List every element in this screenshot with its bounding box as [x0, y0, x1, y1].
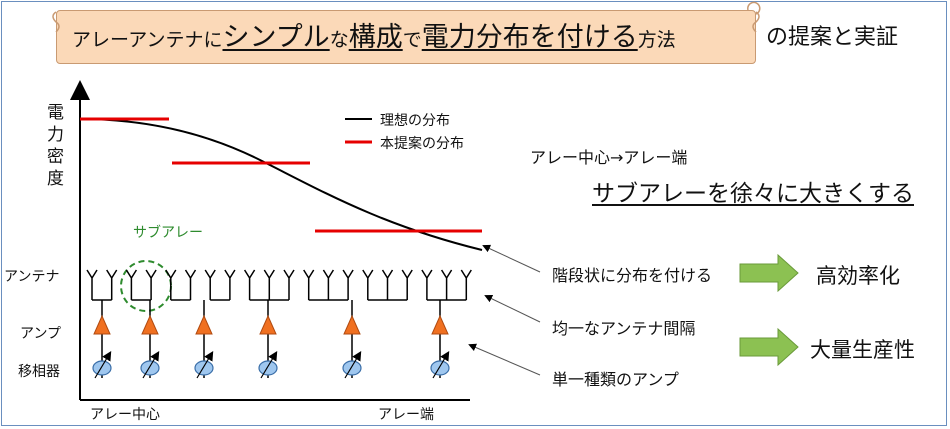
- y-axis-label-2: 力: [47, 125, 64, 145]
- antenna-element: [184, 269, 197, 286]
- title-emphasis-config: 構成: [348, 22, 403, 53]
- antenna-element: [106, 269, 118, 286]
- title-suffix: の提案と実証: [766, 25, 899, 50]
- subarray-circle: [120, 260, 172, 312]
- headline: サブアレーを徐々に大きくする: [592, 181, 914, 207]
- antenna-element: [303, 269, 315, 286]
- title-emphasis-distribution: 電力分布を付ける: [421, 22, 638, 53]
- phase-shifter: [92, 360, 112, 376]
- phase-shifter: [342, 360, 362, 376]
- row-label-amp: アンプ: [20, 326, 62, 342]
- row-label-antenna: アンテナ: [4, 269, 60, 285]
- phase-shifter-arrow: [142, 350, 160, 379]
- arrow-to-efficiency: [739, 253, 799, 293]
- antenna-element: [401, 269, 413, 286]
- pointer-spacing: [484, 294, 541, 323]
- phase-shifter: [430, 360, 450, 376]
- phase-shifter: [258, 360, 278, 376]
- legend-proposal-label: 本提案の分布: [380, 136, 464, 152]
- bullet-step-distribution: 階段状に分布を付ける: [552, 266, 713, 285]
- antenna-element: [381, 269, 394, 286]
- phase-shifter-arrow: [344, 350, 362, 379]
- amp-triangle: [93, 314, 111, 335]
- subarray-label: サブアレー: [133, 225, 203, 241]
- antenna-element: [243, 269, 256, 286]
- arrow-to-productivity: [739, 327, 799, 367]
- y-axis-label-4: 度: [47, 169, 64, 189]
- antenna-element: [145, 269, 157, 286]
- title-emphasis-simple: シンプル: [222, 22, 330, 53]
- amp-triangle: [195, 314, 213, 335]
- result-productivity: 大量生産性: [810, 338, 915, 362]
- x-axis-label-edge: アレー端: [378, 407, 434, 423]
- amp-triangle: [431, 314, 449, 335]
- page-title: アレーアンテナにシンプルな構成で電力分布を付ける方法: [72, 22, 676, 53]
- legend-ideal-label: 理想の分布: [380, 113, 450, 129]
- pointer-step: [482, 244, 541, 273]
- bullet-uniform-spacing: 均一なアンテナ間隔: [552, 319, 696, 338]
- phase-shifter: [140, 360, 160, 376]
- direction-label: アレー中心→アレー端: [530, 148, 688, 167]
- pointer-amp: [468, 343, 541, 376]
- antenna-element: [322, 269, 335, 286]
- antenna-element: [342, 269, 354, 286]
- phase-shifter-arrow: [432, 350, 450, 379]
- x-axis-label-center: アレー中心: [90, 407, 160, 423]
- ideal-distribution-curve: [79, 118, 483, 251]
- antenna-element: [283, 269, 295, 286]
- antenna-element: [224, 269, 236, 286]
- antenna-element: [204, 269, 216, 286]
- antenna-element: [421, 269, 433, 286]
- antenna-element: [125, 269, 138, 286]
- phase-shifter-arrow: [260, 350, 278, 379]
- title-banner: [56, 10, 756, 64]
- antenna-element: [362, 269, 374, 286]
- amp-triangle: [259, 314, 277, 335]
- result-efficiency: 高効率化: [816, 264, 900, 288]
- antenna-element: [460, 269, 472, 286]
- phase-shifter: [194, 360, 214, 376]
- y-axis-label-1: 電: [47, 103, 64, 123]
- bullet-single-amp: 単一種類のアンプ: [552, 370, 679, 389]
- antenna-element: [263, 269, 275, 286]
- amp-triangle: [141, 314, 159, 335]
- phase-shifter-arrow: [94, 350, 112, 379]
- row-label-phase: 移相器: [18, 364, 60, 380]
- antenna-row: [86, 269, 472, 301]
- antenna-element: [86, 269, 98, 286]
- amp-triangle: [343, 314, 361, 335]
- amp-row: [92, 300, 450, 379]
- antenna-element: [165, 269, 177, 286]
- y-axis-label-3: 密: [47, 147, 64, 167]
- antenna-element: [440, 269, 453, 286]
- phase-shifter-arrow: [196, 350, 214, 379]
